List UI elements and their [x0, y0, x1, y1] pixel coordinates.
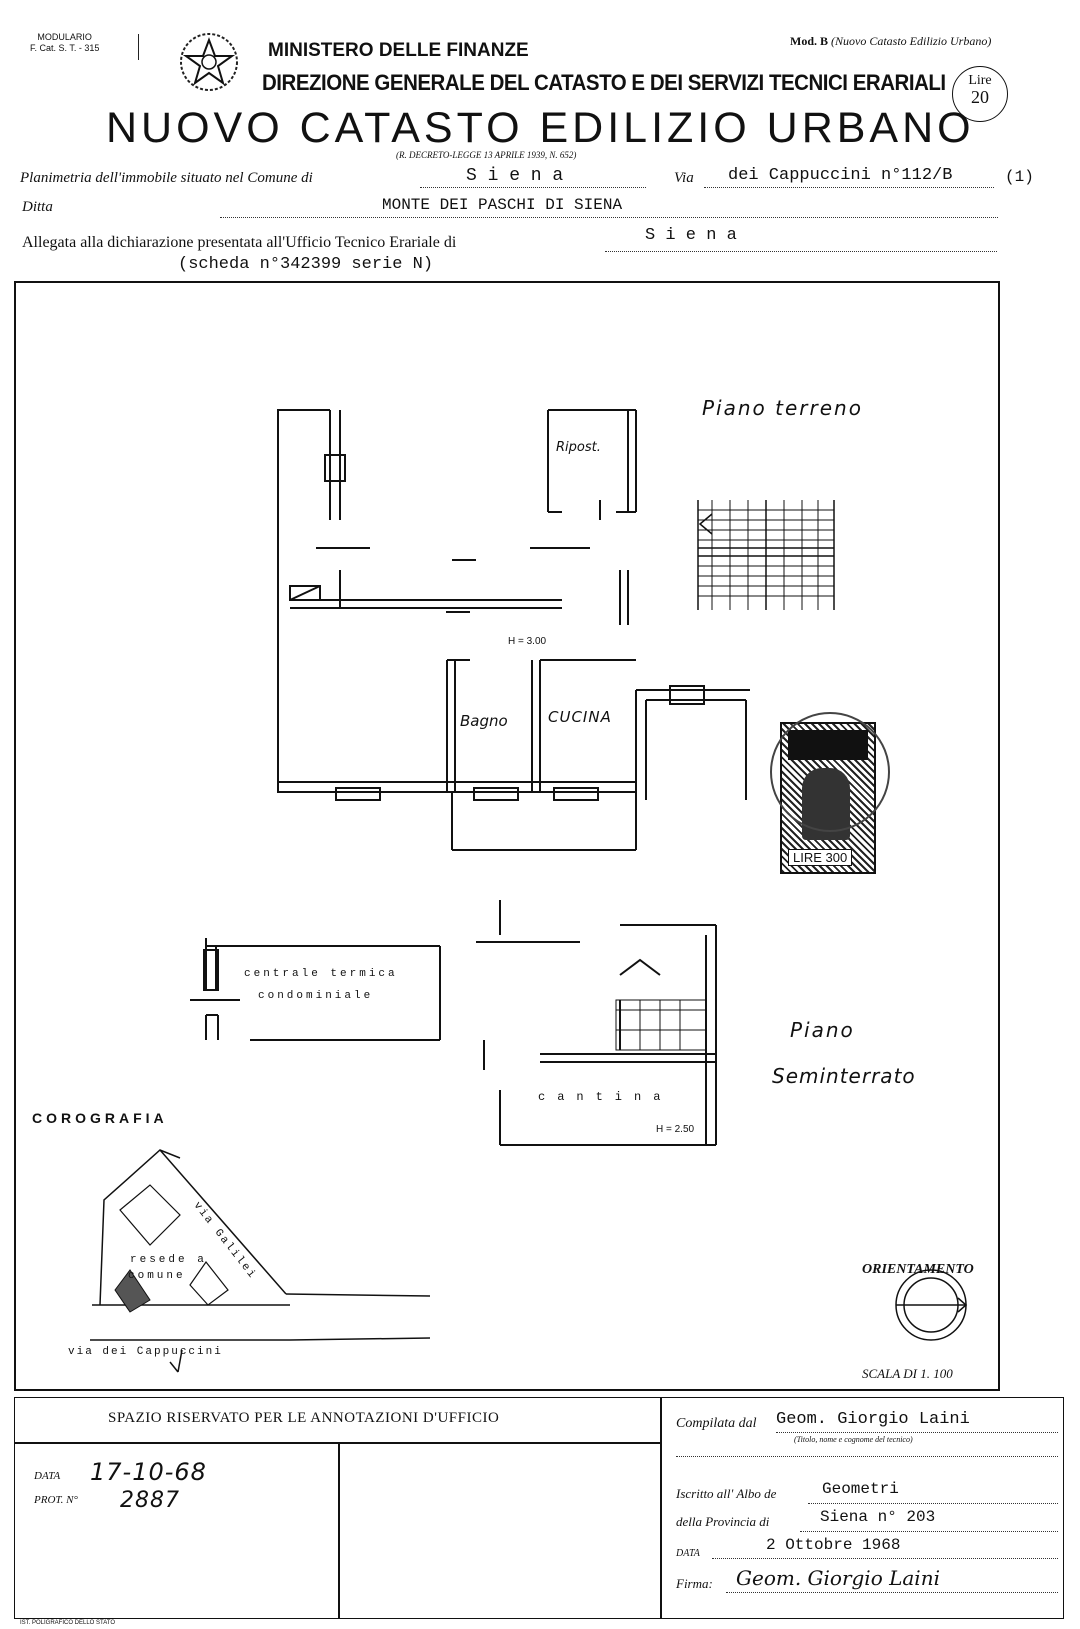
modulario-sub: F. Cat. S. T. - 315: [30, 43, 100, 53]
firma-label: Firma:: [676, 1576, 713, 1591]
orientamento-label: ORIENTAMENTO: [862, 1262, 974, 1277]
resede-label: resede a: [130, 1254, 207, 1266]
bagno-label: Bagno: [460, 712, 508, 730]
footer-box: [14, 1397, 1064, 1619]
centrale-label: centrale termica: [244, 968, 398, 980]
titolo-note: (Titolo, nome e cognome del tecnico): [794, 1435, 913, 1444]
ditta-label: Ditta: [22, 199, 53, 215]
comune-sketch-label: comune: [128, 1270, 186, 1282]
ufficio-value: S i e n a: [645, 226, 737, 245]
basement-plan: [190, 900, 717, 1146]
provincia-label: della Provincia di: [676, 1514, 770, 1529]
data2-value: 2 Ottobre 1968: [766, 1536, 901, 1554]
via-label: Via: [674, 170, 694, 186]
lire-value: 20: [971, 87, 989, 107]
prot-value: 2887: [120, 1488, 180, 1513]
modulario: MODULARIO: [37, 32, 92, 42]
spazio-riservato: SPAZIO RISERVATO PER LE ANNOTAZIONI D'UF…: [108, 1410, 500, 1426]
cucina-label: CUCINA: [548, 708, 612, 726]
condominiale-label: condominiale: [258, 990, 374, 1002]
iscritto-value: Geometri: [822, 1480, 899, 1498]
location-sketch: [90, 1149, 431, 1373]
compilata-value: Geom. Giorgio Laini: [776, 1410, 970, 1429]
piano-terreno-label: Piano terreno: [702, 396, 863, 420]
page-title: NUOVO CATASTO EDILIZIO URBANO: [106, 104, 975, 152]
cantina-label: cantina: [538, 1090, 673, 1104]
printer-note: IST. POLIGRAFICO DELLO STATO: [20, 1620, 116, 1626]
iscritto-label: Iscritto all' Albo de: [676, 1486, 777, 1501]
ministero: MINISTERO DELLE FINANZE: [268, 40, 529, 61]
lire-stamp: Lire 20: [952, 66, 1008, 122]
planimetria-label: Planimetria dell'immobile situato nel Co…: [20, 170, 313, 186]
state-emblem-icon: [180, 33, 238, 91]
lire-label: Lire: [968, 73, 992, 88]
decreto: (R. DECRETO-LEGGE 13 APRILE 1939, N. 652…: [396, 150, 577, 160]
scheda: (scheda n°342399 serie N): [178, 255, 434, 274]
comune-value: S i e n a: [466, 166, 564, 186]
data-value: 17-10-68: [90, 1458, 207, 1486]
mod-b-label: Mod. B: [790, 34, 829, 48]
via-cappuccini-label: via dei Cappuccini: [68, 1346, 223, 1358]
ripostiglio-label: Ripost.: [556, 440, 601, 455]
compass-icon: [895, 1269, 968, 1341]
note-ref: (1): [1005, 168, 1034, 186]
height-ground-label: H = 3.00: [508, 636, 547, 647]
compilata-label: Compilata dal: [676, 1416, 757, 1431]
direzione: DIREZIONE GENERALE DEL CATASTO E DEI SER…: [262, 70, 946, 95]
scala-label: SCALA DI 1. 100: [862, 1366, 953, 1381]
data2-label: DATA: [676, 1548, 700, 1559]
via-value: dei Cappuccini n°112/B: [728, 166, 953, 185]
data-label: DATA: [34, 1470, 61, 1482]
allegata-label: Allegata alla dichiarazione presentata a…: [22, 234, 457, 251]
seminterrato-label: Seminterrato: [772, 1064, 916, 1088]
postmark-circle: [770, 712, 890, 832]
ditta-value: MONTE DEI PASCHI DI SIENA: [382, 196, 623, 214]
piano-label: Piano: [790, 1018, 855, 1042]
height-basement-label: H = 2.50: [656, 1124, 695, 1135]
provincia-value: Siena n° 203: [820, 1508, 936, 1526]
staircase-icon: [697, 500, 835, 610]
revenue-stamp-value: LIRE 300: [788, 849, 853, 866]
signature: Geom. Giorgio Laini: [736, 1566, 940, 1590]
ground-floor-plan: [277, 409, 750, 851]
prot-label: PROT. N°: [34, 1494, 78, 1506]
corografia-label: COROGRAFIA: [32, 1110, 168, 1126]
plan-frame: [14, 281, 1000, 1391]
mod-b-note: (Nuovo Catasto Edilizio Urbano): [831, 34, 992, 48]
